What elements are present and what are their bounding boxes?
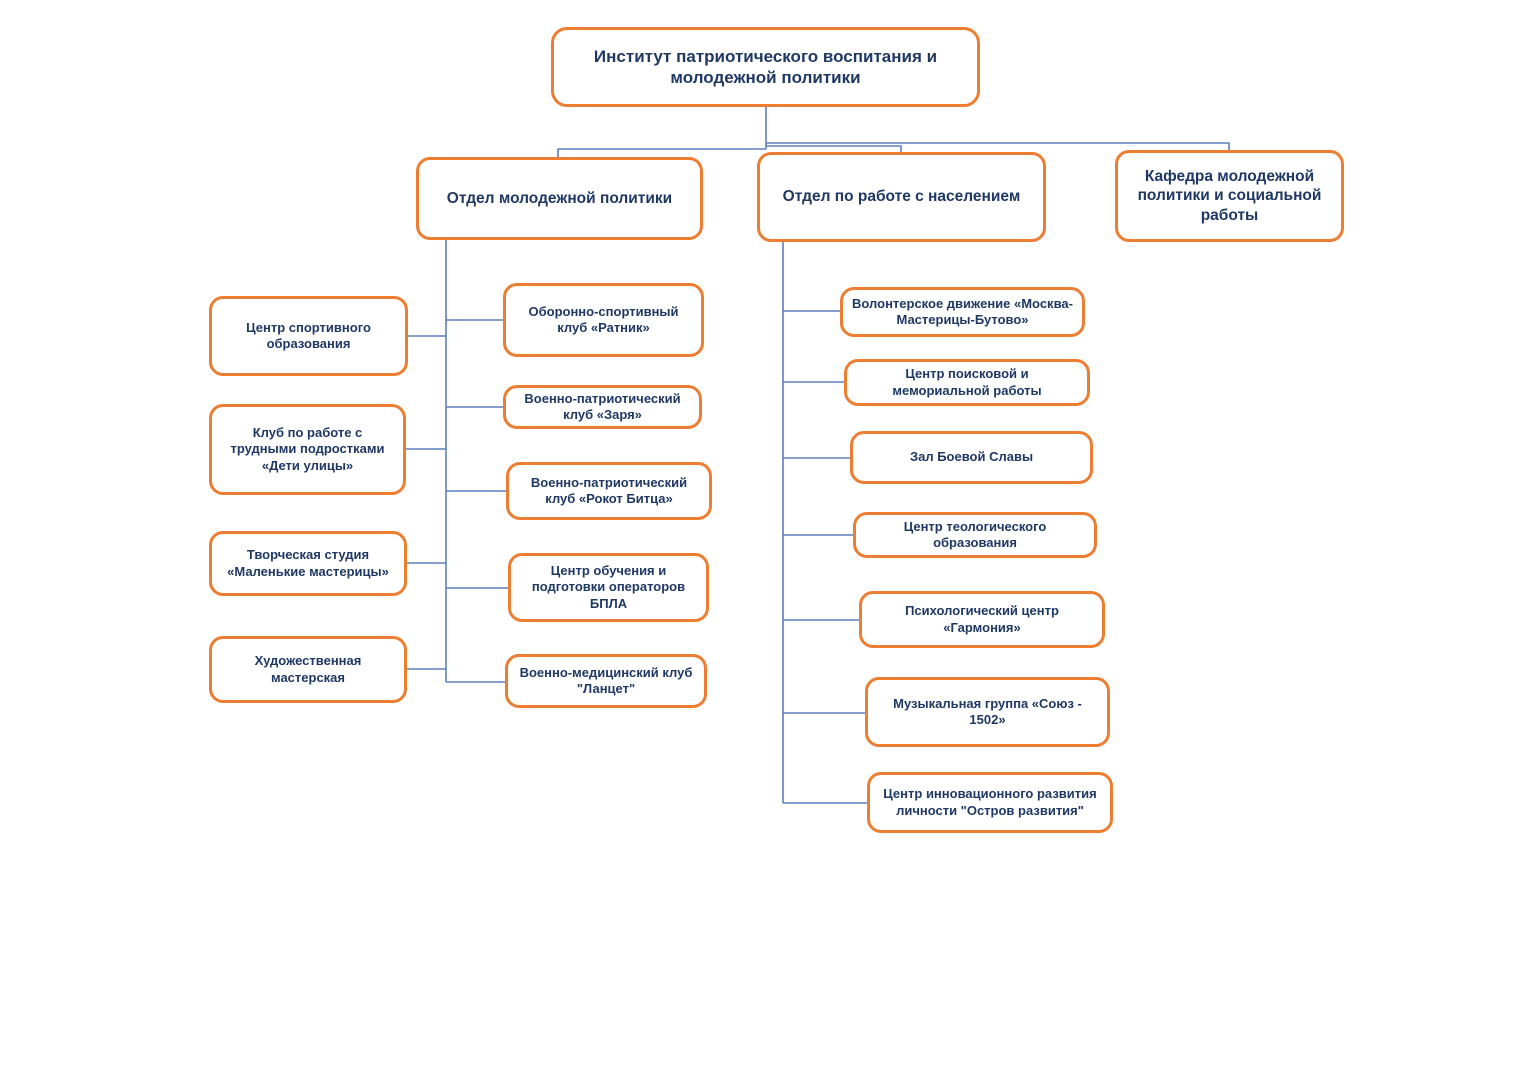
node-rokot-bitsa-club: Военно-патриотический клуб «Рокот Битца»	[506, 462, 712, 520]
node-island-development-center: Центр инновационного развития личности "…	[867, 772, 1113, 833]
node-volunteer-movement: Волонтерское движение «Москва-Мастерицы-…	[840, 287, 1085, 337]
node-zarya-club: Военно-патриотический клуб «Заря»	[503, 385, 702, 429]
node-institute: Институт патриотического воспитания и мо…	[551, 27, 980, 107]
node-dept-youth-policy: Отдел молодежной политики	[416, 157, 703, 240]
connector-root-to-dept-population	[766, 145, 902, 152]
node-sport-center: Центр спортивного образования	[209, 296, 408, 376]
node-chair-youth-policy: Кафедра молодежной политики и социальной…	[1115, 150, 1344, 242]
connector-root-to-dept-chair	[766, 142, 1230, 150]
node-uav-center: Центр обучения и подготовки операторов Б…	[508, 553, 709, 622]
node-dept-population: Отдел по работе с населением	[757, 152, 1046, 242]
node-art-workshop: Художественная мастерская	[209, 636, 407, 703]
connector-root-to-dept-youth	[557, 148, 766, 157]
node-lancet-club: Военно-медицинский клуб "Ланцет"	[505, 654, 707, 708]
node-theological-center: Центр теологического образования	[853, 512, 1097, 558]
node-search-memorial-center: Центр поисковой и мемориальной работы	[844, 359, 1090, 406]
node-ratnik-club: Оборонно-спортивный клуб «Ратник»	[503, 283, 704, 357]
node-creative-studio: Творческая студия «Маленькие мастерицы»	[209, 531, 407, 596]
node-harmony-psych-center: Психологический центр «Гармония»	[859, 591, 1105, 648]
node-hall-of-military-glory: Зал Боевой Славы	[850, 431, 1093, 484]
node-difficult-teens-club: Клуб по работе с трудными подростками «Д…	[209, 404, 406, 495]
node-soyuz-1502-band: Музыкальная группа «Союз - 1502»	[865, 677, 1110, 747]
